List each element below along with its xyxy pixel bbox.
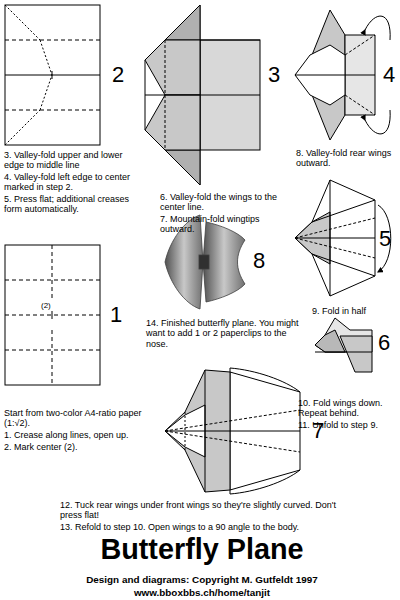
step-3-model-part — [145, 95, 200, 150]
step-4-model-part — [345, 95, 375, 115]
step-3-model-part — [165, 40, 166, 150]
step-6-model — [315, 318, 372, 372]
instruction-text: 4. Valley-fold left edge to center marke… — [4, 172, 134, 193]
instruction-text: 8. Valley-fold rear wings outward. — [296, 148, 396, 169]
website-url: www.bboxbbs.ch/home/tanjit — [2, 587, 400, 598]
step-5-model-part — [295, 238, 375, 258]
diagram-title: Butterfly Plane — [2, 534, 400, 566]
step-4-model — [295, 10, 390, 140]
step-2-paper-part — [40, 75, 52, 110]
instruction-text: 6. Valley-fold the wings to the center l… — [160, 192, 290, 213]
step-5-model-part — [330, 180, 331, 296]
instruction-text: 10. Fold wings down. Repeat behind. — [298, 398, 396, 419]
instruction-text: 5. Press flat; additional creases form a… — [4, 194, 134, 215]
instruction-text: 3. Valley-fold upper and lower edge to m… — [4, 150, 134, 171]
step-5-model-part — [312, 254, 375, 276]
step-number: 4 — [383, 62, 395, 87]
copyright-line: Design and diagrams: Copyright M. Gutfel… — [2, 574, 400, 585]
instruction-text: 9. Fold in half — [312, 306, 396, 316]
step-3-model-part — [165, 5, 200, 40]
step-1-paper-part — [5, 350, 100, 351]
step-5-model-part — [378, 205, 391, 272]
step-7-model-part — [230, 470, 300, 490]
step-5-model-part — [312, 200, 375, 222]
instruction-text: 1. Crease along lines, open up. — [4, 430, 149, 440]
step-4-model-part — [295, 75, 375, 76]
instruction-text: 2. Mark center (2). — [4, 442, 149, 452]
step-3-model — [145, 5, 260, 185]
step-2-paper-part — [5, 5, 40, 40]
step-3-model-part — [165, 150, 200, 185]
step-1-paper-part — [5, 245, 100, 385]
step-4-model-part — [345, 35, 375, 55]
center-mark-label: (2) — [41, 301, 51, 310]
step-3-model-part — [145, 40, 200, 95]
step-5-model-part — [295, 180, 375, 296]
step-5-model — [295, 180, 391, 296]
step-number: 8 — [253, 248, 265, 273]
step-2-paper-part — [5, 5, 100, 145]
step-number: 2 — [112, 62, 124, 87]
instruction-text: 7. Mountain-fold wingtips outward. — [160, 214, 290, 235]
step-number: 6 — [378, 330, 390, 355]
instruction-text: Start from two-color A4-ratio paper (1:√… — [4, 408, 149, 429]
step-1-paper — [5, 245, 100, 385]
step-7-model — [165, 368, 300, 494]
step-2-paper-part — [40, 40, 52, 75]
step-4-model-part — [365, 16, 390, 40]
instruction-text: 12. Tuck rear wings under front wings so… — [60, 500, 340, 521]
step-4-model-part — [365, 110, 390, 134]
instruction-text: 13. Refold to step 10. Open wings to a 9… — [60, 522, 360, 532]
instruction-text: 14. Finished butterfly plane. You might … — [146, 318, 302, 349]
step-2-paper-part — [5, 110, 100, 111]
step-number: 1 — [110, 302, 122, 327]
step-number: 7 — [312, 418, 324, 443]
step-1-paper-part — [52, 330, 53, 385]
step-7-model-part — [205, 370, 206, 492]
step-5-model-part — [295, 238, 375, 239]
step-7-model-part — [165, 431, 300, 432]
step-number: 3 — [268, 62, 280, 87]
step-7-model-part — [230, 372, 300, 392]
finished-plane-figure-part — [199, 255, 209, 269]
step-2-paper-part — [5, 110, 40, 145]
step-3-model-part — [200, 40, 260, 41]
step-2-paper-part — [5, 40, 100, 41]
step-7-model-part — [185, 412, 186, 450]
step-5-model-part — [295, 218, 375, 238]
step-6-model-part — [315, 330, 345, 352]
step-1-paper-part — [52, 311, 53, 319]
step-2-paper — [5, 5, 100, 145]
step-1-paper-part — [52, 245, 53, 300]
step-number: 5 — [379, 226, 391, 251]
step-6-model-part — [315, 352, 372, 353]
step-3-model-part — [145, 95, 260, 96]
step-6-model-part — [340, 336, 372, 372]
